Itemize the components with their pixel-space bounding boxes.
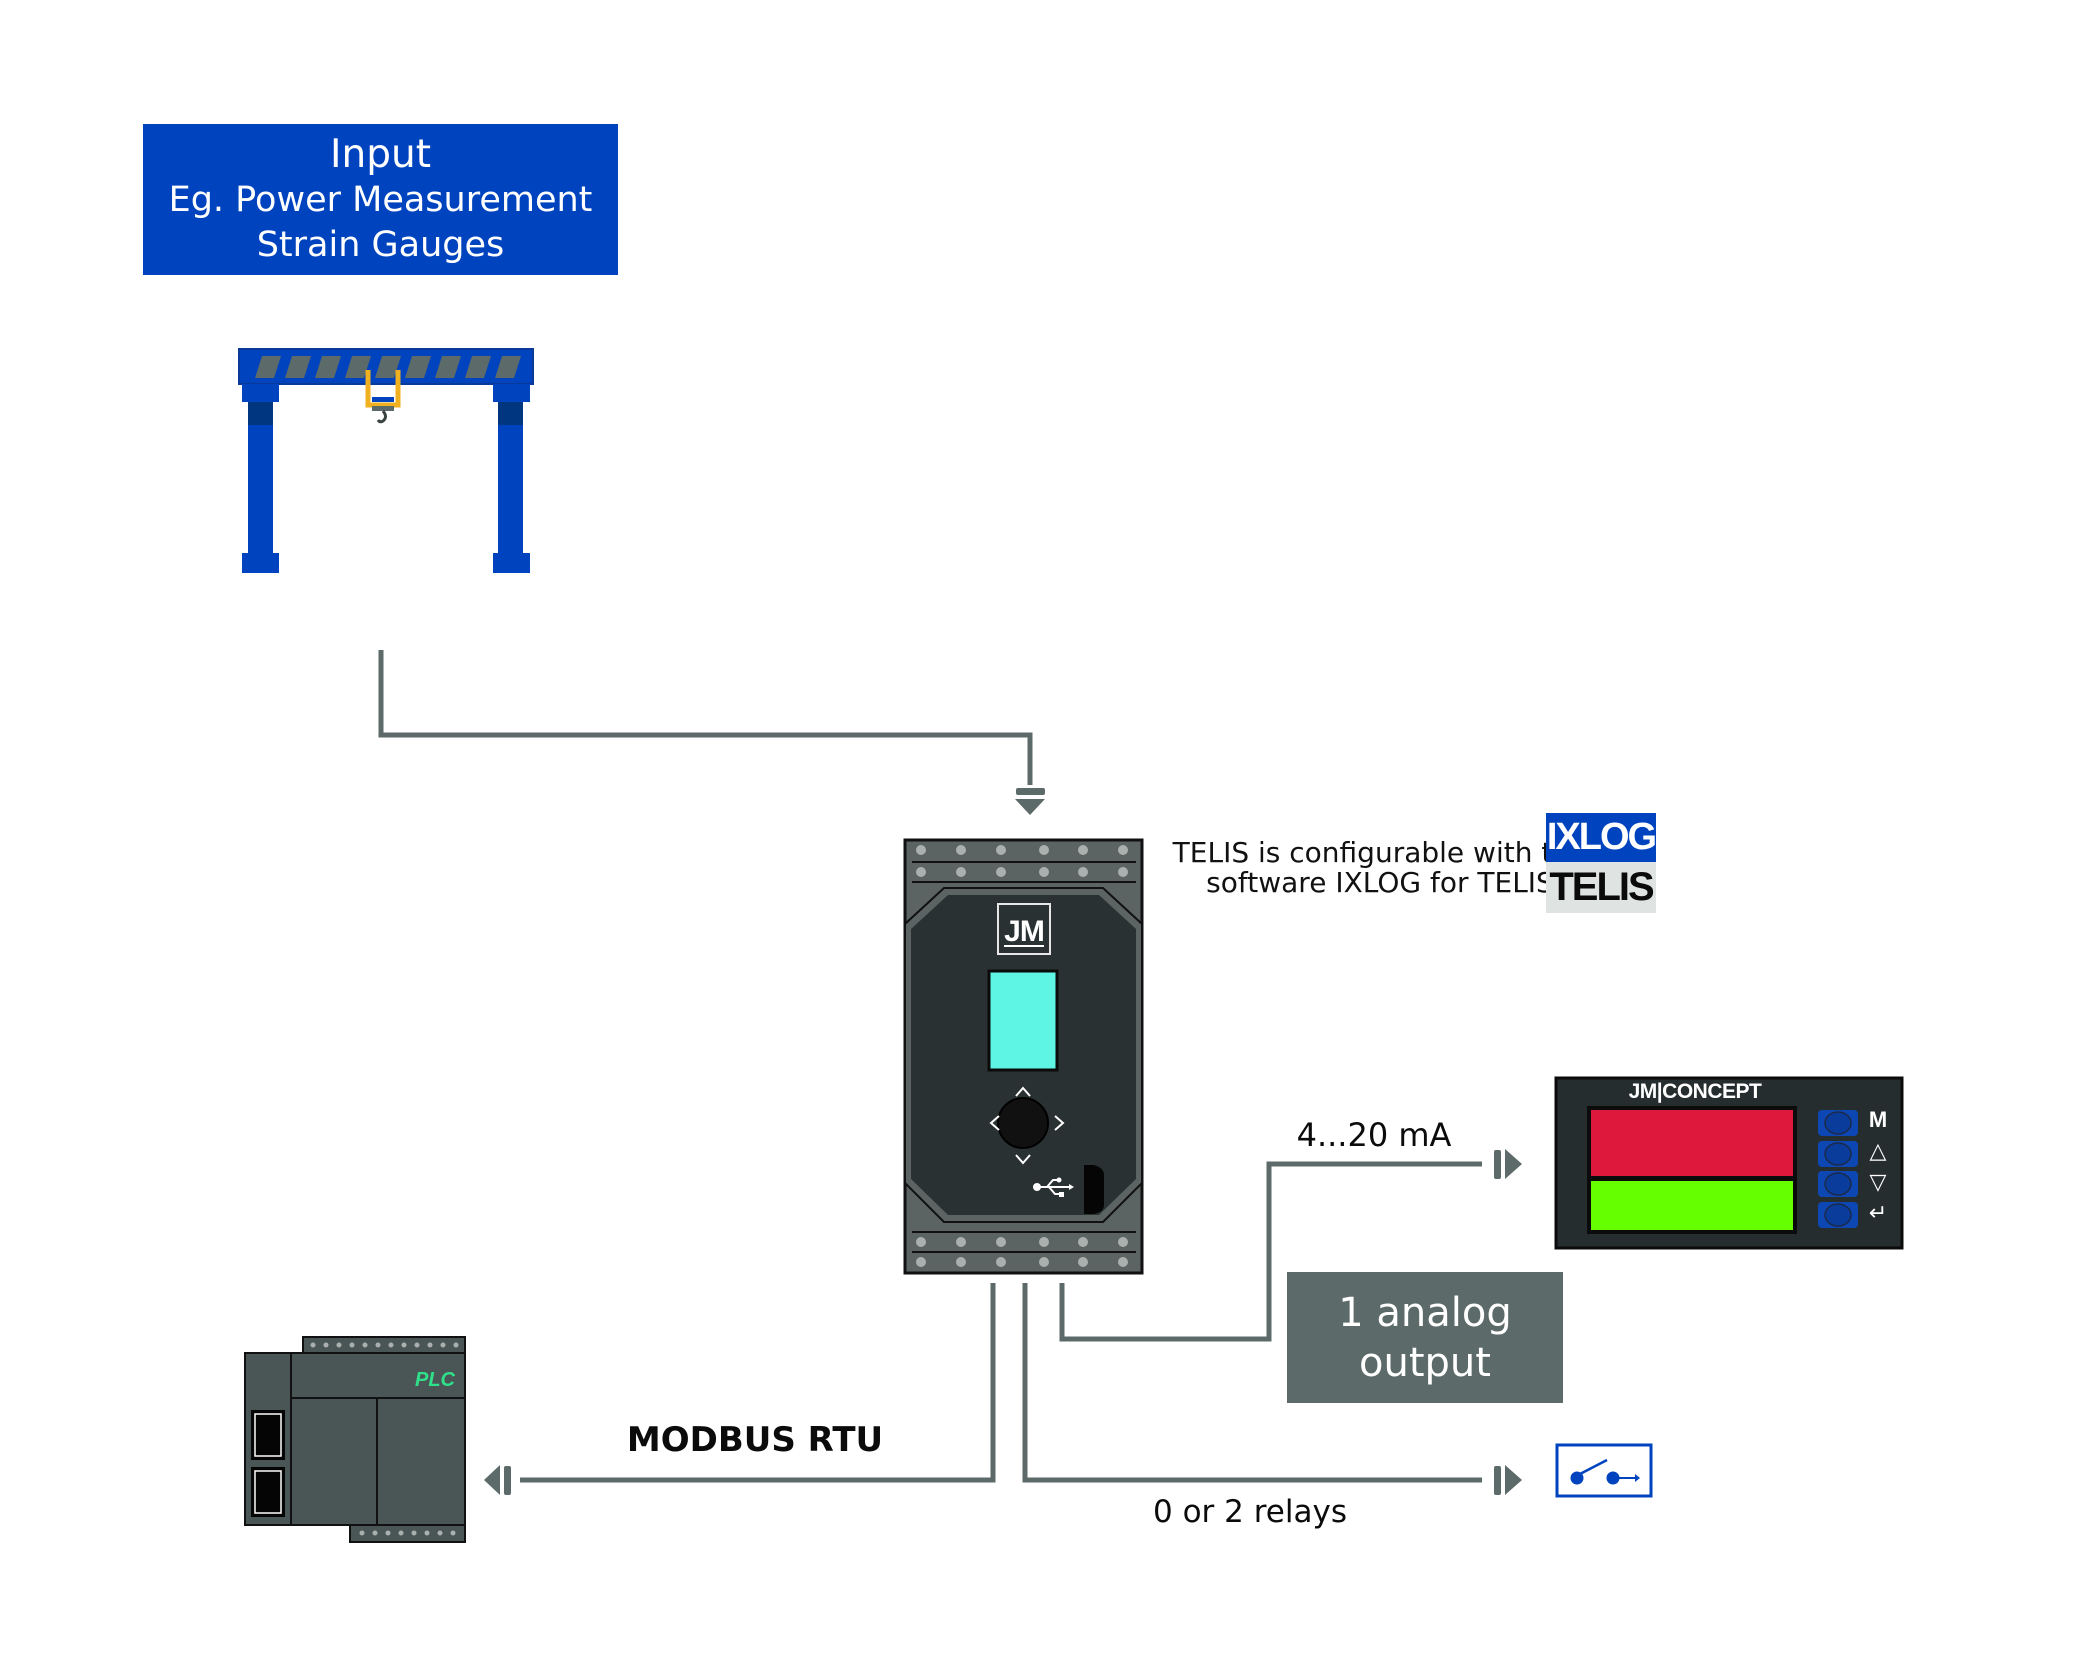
- modbus-arrow-bar: [504, 1466, 511, 1495]
- gantry-crane-icon: [238, 348, 534, 573]
- meter-display-top: [1591, 1110, 1793, 1176]
- plc-label: PLC: [415, 1369, 455, 1391]
- menu-icon: M: [1868, 1107, 1888, 1132]
- ixlog-telis-logo: IXLOG TELIS: [1546, 813, 1657, 913]
- input-arrow-bar: [1016, 788, 1045, 795]
- usb-port-icon[interactable]: [1084, 1165, 1104, 1214]
- input-sensor: Strain Gauges: [256, 224, 505, 265]
- terminal-screws: [916, 845, 1128, 1267]
- meter-brand-label: JM|CONCEPT: [1628, 1080, 1762, 1103]
- up-triangle-icon: △: [1869, 1139, 1887, 1164]
- config-note-line1: TELIS is configurable with the: [1172, 836, 1588, 869]
- meter-display-bottom: [1591, 1181, 1793, 1230]
- telis-logo-text: TELIS: [1546, 862, 1656, 913]
- analog-output-line2: output: [1359, 1339, 1491, 1386]
- panel-meter: [1554, 1076, 1904, 1250]
- input-title: Input: [330, 131, 431, 177]
- input-box: Input Eg. Power Measurement Strain Gauge…: [143, 124, 618, 275]
- plc-icon: [244, 1336, 466, 1543]
- down-triangle-icon: ▽: [1869, 1170, 1887, 1195]
- relay-arrow-bar: [1494, 1466, 1501, 1495]
- relay-switch-icon: [1555, 1443, 1653, 1498]
- jm-logo-icon: JM: [997, 903, 1051, 955]
- analog-output-line1: 1 analog: [1338, 1289, 1512, 1336]
- analog-signal-label: 4...20 mA: [1296, 1116, 1452, 1154]
- telis-device: JM: [903, 838, 1144, 1275]
- meter-buttons: [1818, 1110, 1858, 1228]
- relay-label: 0 or 2 relays: [1153, 1494, 1347, 1530]
- analog-output-box: 1 analog output: [1287, 1272, 1563, 1403]
- jm-logo-text: JM: [1004, 915, 1044, 948]
- config-note: TELIS is configurable with the software …: [1150, 838, 1610, 898]
- usb-icon: [1033, 1177, 1074, 1197]
- plc-port-1[interactable]: [251, 1410, 285, 1460]
- modbus-label: MODBUS RTU: [626, 1420, 884, 1460]
- analog-connector: [1059, 1149, 1522, 1342]
- modbus-connector: [484, 1283, 996, 1495]
- plc-port-2[interactable]: [251, 1467, 285, 1517]
- input-arrow-head: [1015, 799, 1045, 815]
- analog-arrow-bar: [1494, 1150, 1501, 1179]
- input-example: Eg. Power Measurement: [168, 179, 593, 220]
- device-screen: [987, 969, 1059, 1072]
- relay-connector: [1022, 1283, 1522, 1495]
- relay-arrow-head: [1505, 1465, 1522, 1495]
- input-connector: [378, 650, 1045, 815]
- analog-arrow-head: [1505, 1149, 1522, 1179]
- config-note-line2: software IXLOG for TELIS: [1206, 866, 1554, 899]
- ixlog-logo-text: IXLOG: [1546, 813, 1657, 862]
- modbus-arrow-head: [484, 1465, 500, 1495]
- enter-icon: ↵: [1868, 1201, 1888, 1226]
- joystick-icon[interactable]: [989, 1086, 1065, 1165]
